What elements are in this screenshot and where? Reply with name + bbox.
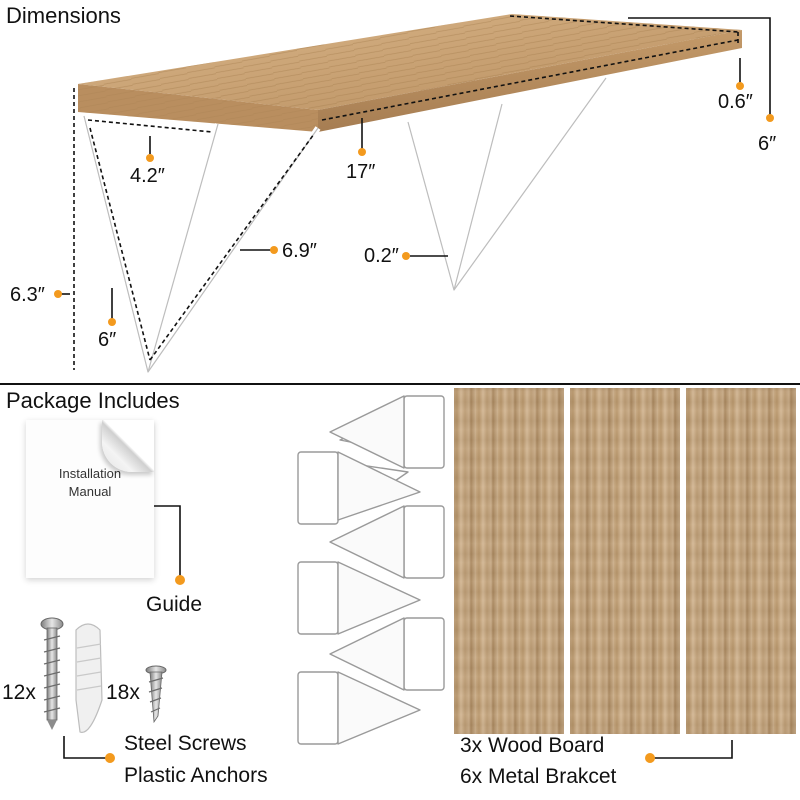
- bracket-top-depth-label: 4.2″: [130, 165, 165, 187]
- wood-board-count-label: 3x Wood Board: [460, 734, 605, 757]
- manual-line-2: Manual: [68, 484, 112, 499]
- wood-board-icon: [454, 388, 564, 734]
- steel-screws-label: Steel Screws: [124, 732, 247, 755]
- manual-line-1: Installation: [58, 466, 122, 481]
- small-screw-count-label: 18x: [106, 681, 140, 704]
- bracket-icon: [329, 617, 445, 691]
- metal-bracket-count-label: 6x Metal Brakcet: [460, 765, 617, 788]
- plastic-anchor-icon: [75, 623, 103, 733]
- page-curl: [102, 420, 154, 472]
- plastic-anchors-label: Plastic Anchors: [124, 764, 268, 787]
- bracket-stack: [297, 393, 445, 745]
- dimension-guides: [73, 15, 739, 370]
- small-screw-icon: [145, 665, 167, 724]
- screw-icon: [40, 617, 64, 730]
- leader-lines: [60, 17, 771, 759]
- bracket-icon: [297, 561, 421, 635]
- thickness-label: 0.6″: [718, 91, 753, 113]
- guide-label: Guide: [146, 593, 203, 616]
- manual-icon: Installation Manual: [26, 420, 154, 578]
- bracket-icon: [329, 505, 445, 579]
- bracket-diagonal-label: 6.9″: [282, 240, 317, 262]
- wood-board-icon: [570, 388, 680, 734]
- length-label: 17″: [346, 161, 376, 183]
- shelf-illustration: [78, 14, 742, 375]
- bracket-height-label: 6″: [98, 329, 117, 351]
- right-bracket: [405, 76, 609, 293]
- bracket-icon: [329, 393, 445, 469]
- total-height-label: 6.3″: [10, 284, 45, 306]
- marker-dots: [54, 82, 774, 763]
- hardware-illustration: [40, 617, 167, 733]
- dimensions-title: Dimensions: [6, 3, 121, 28]
- wire-diameter-label: 0.2″: [364, 245, 399, 267]
- bracket-icon: [297, 451, 421, 525]
- package-title: Package Includes: [6, 388, 180, 413]
- shelf-front-face: [318, 30, 742, 132]
- screw-count-label: 12x: [2, 681, 36, 704]
- depth-label: 6″: [758, 133, 777, 155]
- left-bracket: [81, 115, 321, 375]
- bracket-icon: [297, 671, 421, 745]
- wood-board-icon: [686, 388, 796, 734]
